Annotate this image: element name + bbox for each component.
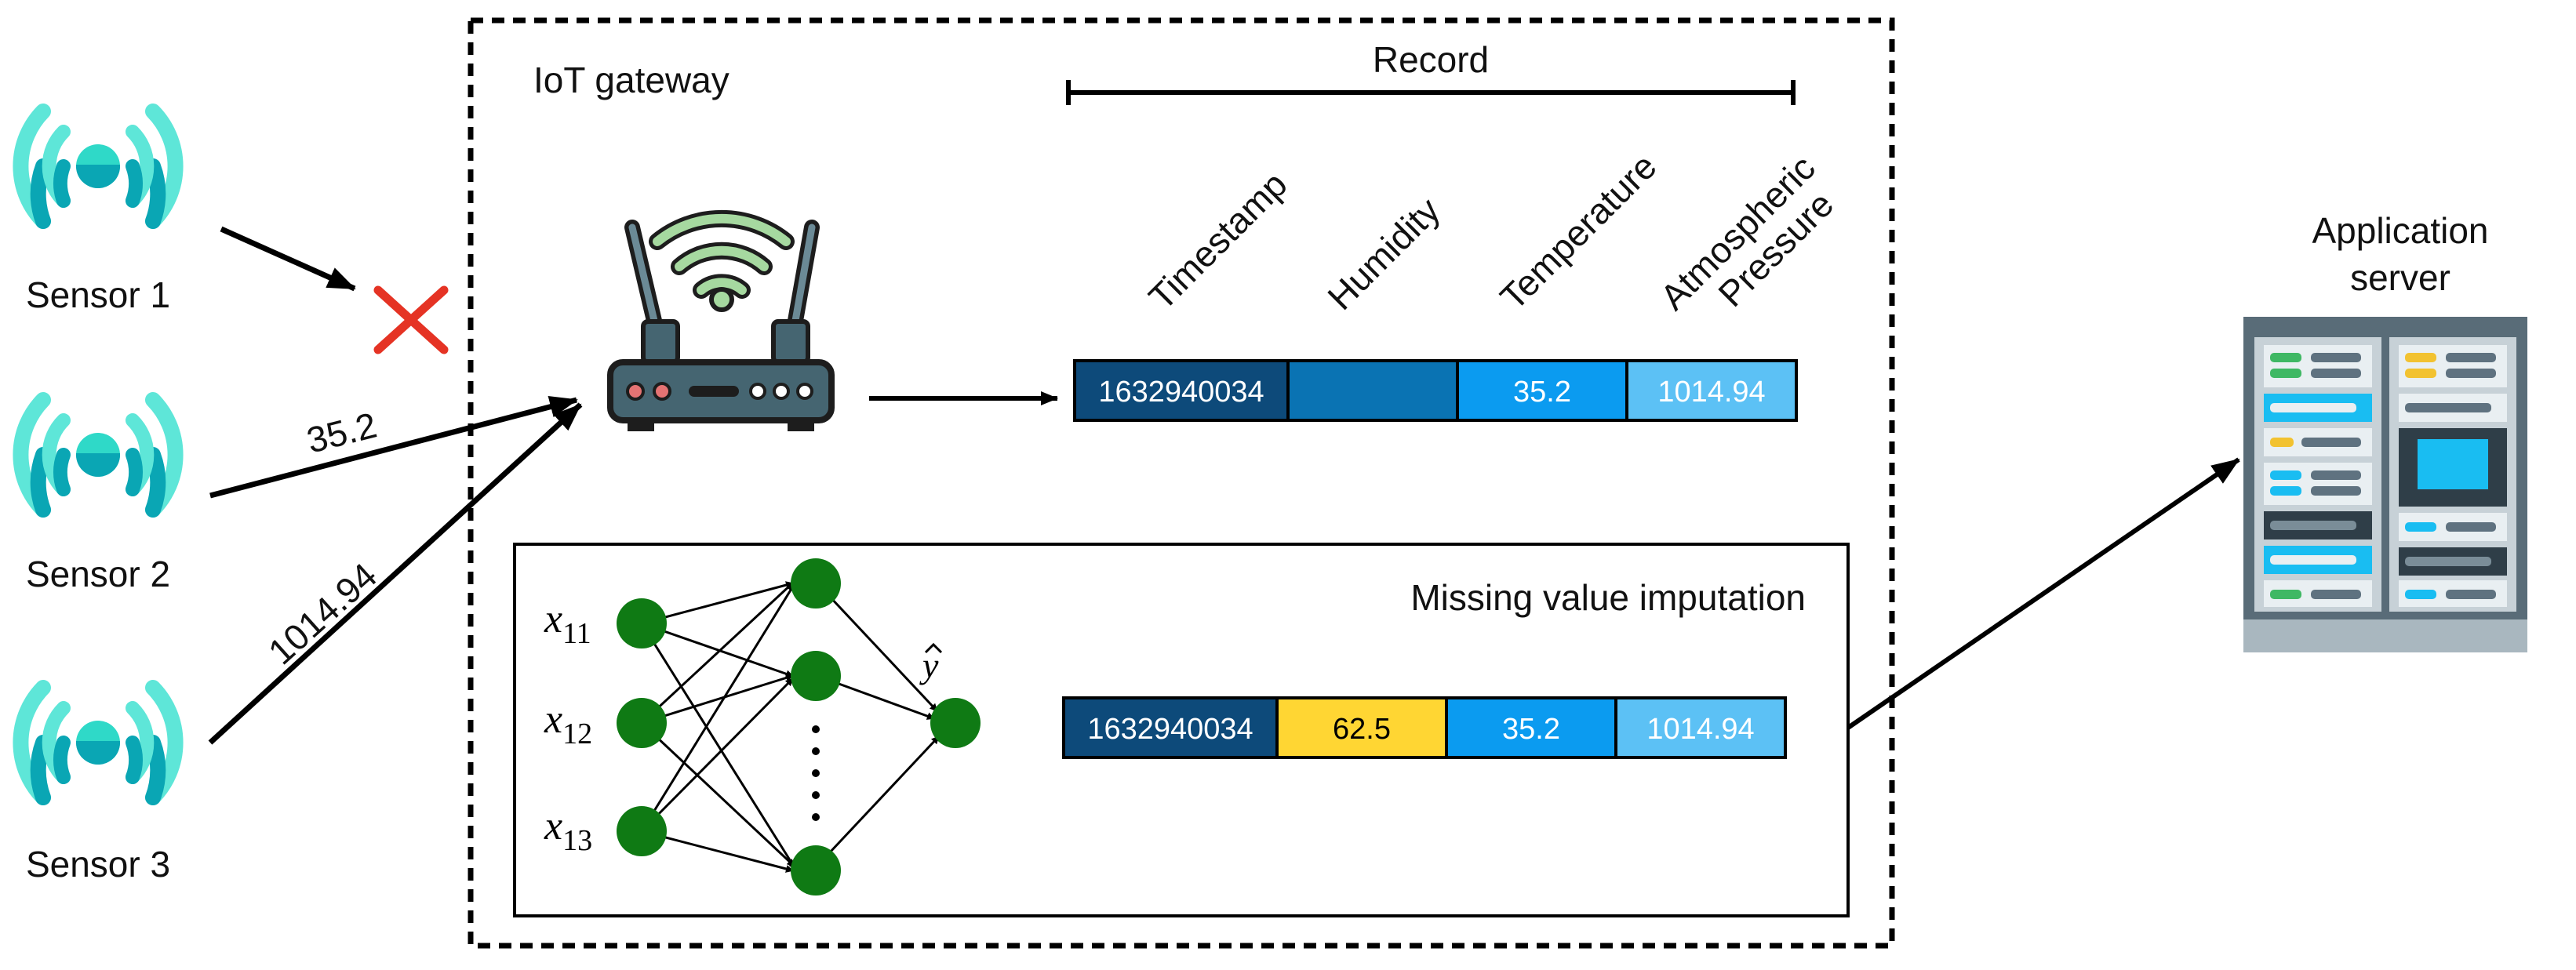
input-label-x13: x13 xyxy=(544,804,592,857)
wireless-sensor-icon xyxy=(20,111,175,221)
imputation-title: Missing value imputation xyxy=(1410,577,1806,618)
output-node xyxy=(930,698,981,748)
record-cell-pressure xyxy=(1625,359,1798,422)
sensor-2-label: Sensor 2 xyxy=(26,554,170,594)
sensor-1-arrow xyxy=(220,226,356,292)
record-value-pressure: 1014.94 xyxy=(1657,376,1765,409)
sensor-3: Sensor 3 xyxy=(20,688,175,885)
record-cell-humidity-missing xyxy=(1286,359,1459,422)
server-title-line1: Application xyxy=(2312,210,2488,251)
failure-cross-icon xyxy=(373,285,449,354)
server-rack-icon xyxy=(2243,317,2527,652)
imputed-value-temperature: 35.2 xyxy=(1502,713,1560,746)
gateway-to-server-arrow xyxy=(1846,457,2240,730)
sensor-1: Sensor 1 xyxy=(20,111,175,315)
imputed-record: 1632940034 62.5 35.2 1014.94 xyxy=(1062,696,1787,759)
output-label-y-hat: y xyxy=(919,645,939,685)
wireless-sensor-icon xyxy=(20,400,175,510)
hidden-node xyxy=(791,651,841,701)
hidden-node xyxy=(791,845,841,896)
imputed-cell-temperature xyxy=(1445,696,1617,759)
imputed-cell-timestamp xyxy=(1062,696,1279,759)
router-icon xyxy=(607,209,835,431)
sensor-1-label: Sensor 1 xyxy=(26,274,170,315)
record-cell-timestamp xyxy=(1073,359,1290,422)
server-title-line2: server xyxy=(2350,257,2450,298)
column-header-humidity: Humidity xyxy=(1319,190,1447,318)
record-bracket xyxy=(1066,80,1796,105)
wireless-sensor-icon xyxy=(20,688,175,797)
record-cell-temperature xyxy=(1456,359,1628,422)
imputed-value-humidity: 62.5 xyxy=(1333,713,1391,746)
record-value-temperature: 35.2 xyxy=(1513,376,1571,409)
record-title: Record xyxy=(1373,39,1489,80)
sensor-2-arrow xyxy=(209,396,578,499)
imputed-value-pressure: 1014.94 xyxy=(1646,713,1754,746)
input-node xyxy=(617,598,667,648)
input-node xyxy=(617,806,667,856)
sensor-3-arrow xyxy=(208,402,583,745)
hidden-node xyxy=(791,558,841,609)
record-value-timestamp: 1632940034 xyxy=(1098,376,1264,409)
imputed-cell-pressure xyxy=(1614,696,1787,759)
sensor-2: Sensor 2 xyxy=(20,400,175,594)
input-label-x11: x11 xyxy=(544,597,591,650)
imputed-value-timestamp: 1632940034 xyxy=(1087,713,1253,746)
neural-network xyxy=(617,558,981,896)
input-node xyxy=(617,698,667,748)
sensor-3-value: 1014.94 xyxy=(260,555,384,673)
hat-accent-icon xyxy=(924,642,943,654)
input-label-x12: x12 xyxy=(544,697,592,750)
column-header-temperature: Temperature xyxy=(1492,146,1664,318)
iot-gateway-box xyxy=(468,17,1895,949)
sensor-3-label: Sensor 3 xyxy=(26,844,170,885)
column-header-timestamp: Timestamp xyxy=(1141,164,1294,318)
incoming-record: 1632940034 35.2 1014.94 xyxy=(1073,359,1798,422)
imputation-box xyxy=(513,543,1850,917)
iot-gateway-title: IoT gateway xyxy=(533,60,730,100)
